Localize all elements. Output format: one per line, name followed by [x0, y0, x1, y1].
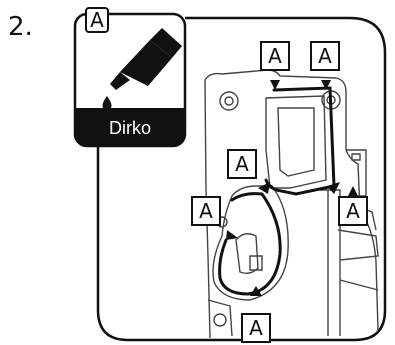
sealant-bead [218, 86, 336, 296]
callout-a-middle: A [227, 149, 257, 179]
callout-a-top-right: A [310, 41, 340, 71]
sealant-applicator-icon [102, 28, 182, 110]
callout-a-left: A [191, 196, 221, 226]
callout-a-bottom: A [241, 313, 271, 343]
product-name: Dirko [109, 118, 151, 138]
callout-a-right: A [338, 196, 368, 226]
callout-letter: A [199, 199, 213, 223]
callout-letter: A [235, 152, 249, 176]
indicator-arrows [226, 80, 358, 296]
detail-frame [96, 16, 387, 342]
step-number: 2. [8, 12, 33, 42]
product-callout-letter: A [90, 8, 104, 32]
product-callout: A [85, 7, 109, 33]
sealant-product-box: Dirko A [73, 7, 187, 148]
callout-a-top-left: A [260, 41, 290, 71]
callout-letter: A [268, 44, 282, 68]
callout-letter: A [346, 199, 360, 223]
callout-letter: A [318, 44, 332, 68]
callout-letter: A [249, 316, 263, 340]
